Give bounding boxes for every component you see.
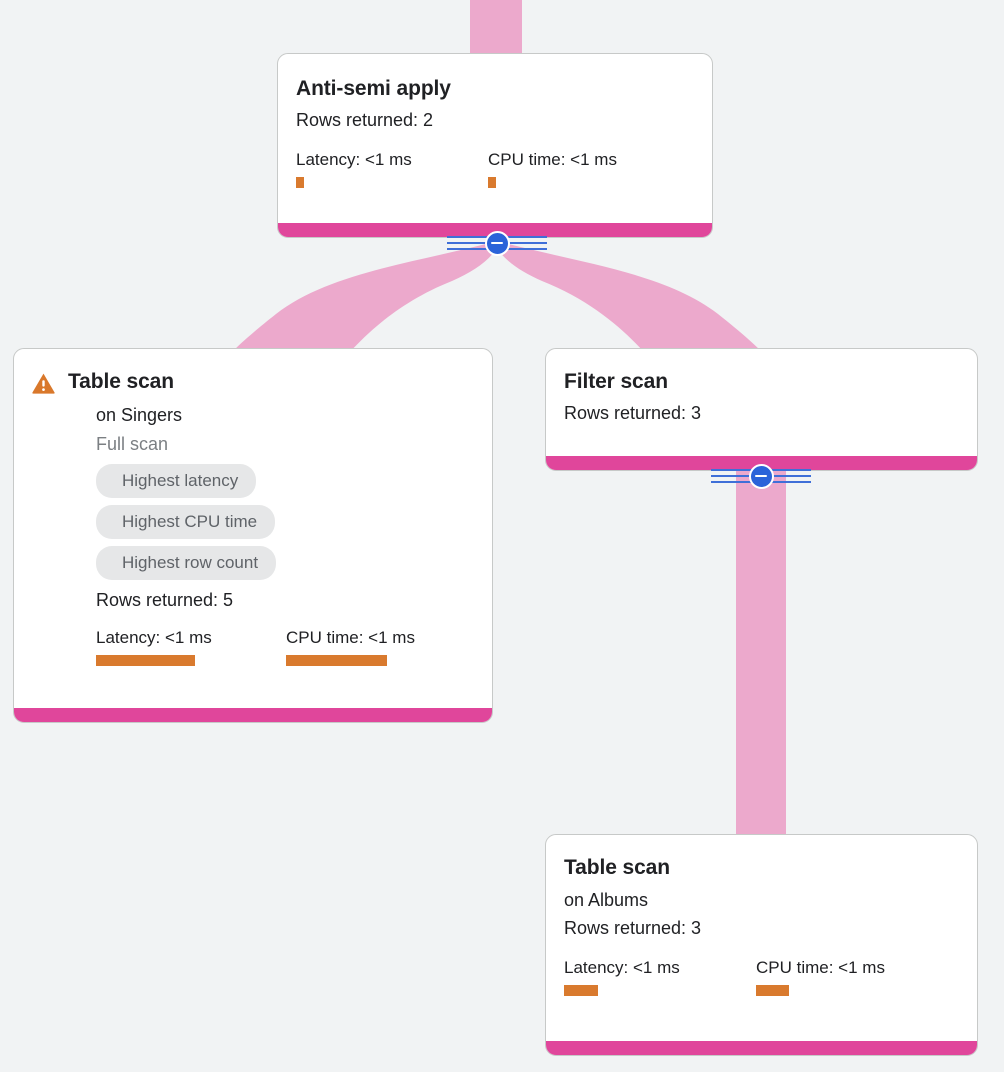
plan-node-filter-scan[interactable]: Filter scan Rows returned: 3 xyxy=(545,348,978,471)
node-headline: Table scan xyxy=(564,855,957,881)
metric-cpu-time: CPU time: <1 ms xyxy=(756,957,885,996)
chip-highest-cpu-time: Highest CPU time xyxy=(96,505,276,539)
node-title: Anti-semi apply xyxy=(296,77,451,100)
node-rows-returned: Rows returned: 3 xyxy=(564,918,702,938)
metric-cpu-time-label: CPU time: <1 ms xyxy=(286,628,415,647)
node-title: Table scan xyxy=(68,370,174,393)
chip-highest-row-count: Highest row count xyxy=(96,546,277,580)
node-rows-returned: Rows returned: 3 xyxy=(564,403,702,423)
node-body: Filter scan Rows returned: 3 xyxy=(546,349,977,456)
node-headline: Anti-semi apply xyxy=(296,76,692,102)
node-metrics: Latency: <1 ms CPU time: <1 ms xyxy=(564,957,957,996)
metric-latency: Latency: <1 ms xyxy=(564,957,756,996)
edge-filter-scan-to-table-scan-albums xyxy=(736,468,786,844)
collapse-minus-icon[interactable] xyxy=(484,230,510,256)
node-accent-bar xyxy=(278,223,712,237)
metric-latency-bar xyxy=(564,985,598,996)
edge-root-to-table-scan-singers xyxy=(232,241,497,352)
node-body: Table scan on Albums Rows returned: 3 La… xyxy=(546,835,977,1041)
node-chip-list: Highest latency Highest CPU time Highest… xyxy=(96,464,472,580)
metric-cpu-time-bar xyxy=(286,655,387,666)
node-accent-bar xyxy=(546,1041,977,1055)
node-title: Table scan xyxy=(564,856,670,879)
plan-node-table-scan-albums[interactable]: Table scan on Albums Rows returned: 3 La… xyxy=(545,834,978,1056)
metric-cpu-time: CPU time: <1 ms xyxy=(488,149,617,188)
node-details: on Singers Full scan Highest latency Hig… xyxy=(30,401,472,666)
node-accent-bar xyxy=(14,708,492,722)
chip-highest-latency: Highest latency xyxy=(96,464,257,498)
metric-latency: Latency: <1 ms xyxy=(296,149,488,188)
metric-latency-bar xyxy=(96,655,195,666)
metric-latency-bar xyxy=(296,177,304,188)
node-subtitle: on Singers xyxy=(96,405,183,425)
metric-cpu-time-label: CPU time: <1 ms xyxy=(488,150,617,169)
plan-node-table-scan-singers[interactable]: Table scan on Singers Full scan Highest … xyxy=(13,348,493,723)
node-headline: Table scan xyxy=(30,369,472,396)
edge-root-inbound xyxy=(470,0,522,58)
node-metrics: Latency: <1 ms CPU time: <1 ms xyxy=(96,627,472,666)
edge-root-to-filter-scan xyxy=(497,241,762,352)
toggle-filter-scan[interactable] xyxy=(711,463,811,489)
metric-cpu-time-bar xyxy=(756,985,789,996)
metric-latency-label: Latency: <1 ms xyxy=(96,628,212,647)
metric-latency-label: Latency: <1 ms xyxy=(296,150,412,169)
metric-cpu-time-label: CPU time: <1 ms xyxy=(756,958,885,977)
metric-latency-label: Latency: <1 ms xyxy=(564,958,680,977)
warning-triangle-icon xyxy=(30,370,56,396)
node-rows-returned: Rows returned: 5 xyxy=(96,590,234,610)
node-scan-type: Full scan xyxy=(96,434,169,454)
metric-cpu-time: CPU time: <1 ms xyxy=(286,627,415,666)
node-subtitle: on Albums xyxy=(564,890,649,910)
plan-node-anti-semi-apply[interactable]: Anti-semi apply Rows returned: 2 Latency… xyxy=(277,53,713,238)
node-body: Anti-semi apply Rows returned: 2 Latency… xyxy=(278,54,712,223)
toggle-anti-semi-apply[interactable] xyxy=(447,230,547,256)
node-rows-returned: Rows returned: 2 xyxy=(296,110,434,130)
metric-latency: Latency: <1 ms xyxy=(96,627,286,666)
node-metrics: Latency: <1 ms CPU time: <1 ms xyxy=(296,149,692,188)
collapse-minus-icon[interactable] xyxy=(748,463,774,489)
node-headline: Filter scan xyxy=(564,369,957,395)
node-body: Table scan on Singers Full scan Highest … xyxy=(14,349,492,708)
node-title: Filter scan xyxy=(564,370,668,393)
metric-cpu-time-bar xyxy=(488,177,496,188)
node-accent-bar xyxy=(546,456,977,470)
